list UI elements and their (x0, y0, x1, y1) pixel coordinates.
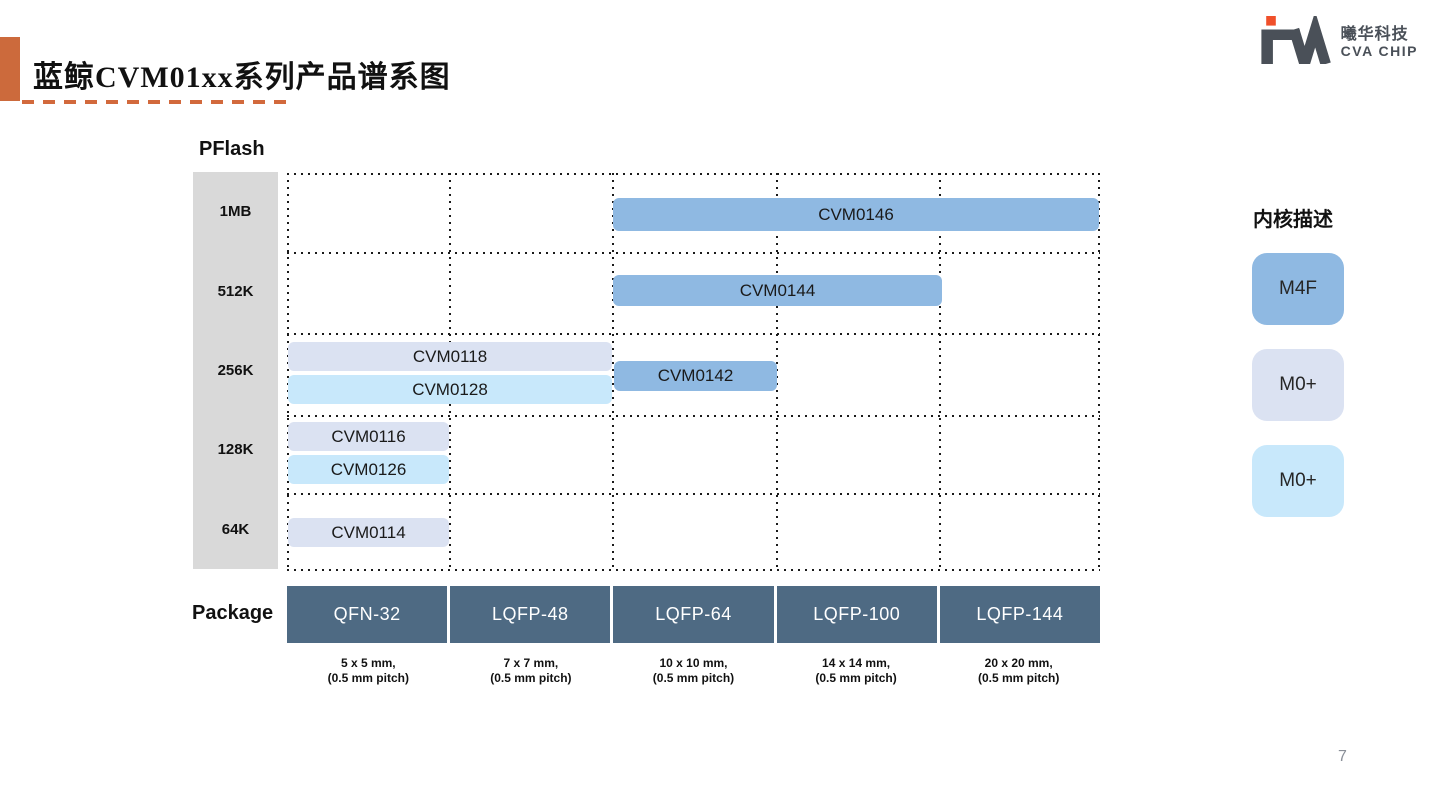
grid-hline (287, 332, 1100, 335)
product-bar-cvm0142: CVM0142 (614, 361, 777, 391)
page-number: 7 (1338, 748, 1347, 765)
package-dimension: 7 x 7 mm, (0.5 mm pitch) (450, 656, 613, 686)
product-bar-cvm0114: CVM0114 (288, 518, 449, 547)
grid-vline (612, 173, 615, 571)
dimension-pitch: (0.5 mm pitch) (815, 671, 897, 685)
package-dimensions-row: 5 x 5 mm, (0.5 mm pitch) 7 x 7 mm, (0.5 … (287, 656, 1100, 686)
package-dimension: 10 x 10 mm, (0.5 mm pitch) (612, 656, 775, 686)
grid-vline (939, 173, 942, 571)
package-dimension: 20 x 20 mm, (0.5 mm pitch) (937, 656, 1100, 686)
grid-hline (287, 414, 1100, 417)
dimension-size: 20 x 20 mm, (984, 656, 1053, 670)
company-name-cn: 曦华科技 (1340, 25, 1409, 43)
chart-plot-area: CVM0146 CVM0144 CVM0118 CVM0128 CVM0142 … (287, 173, 1100, 571)
y-tick-512k: 512K (217, 282, 254, 300)
x-axis-title: Package (192, 602, 274, 624)
y-tick-256k: 256K (217, 362, 254, 380)
dimension-pitch: (0.5 mm pitch) (490, 671, 572, 685)
grid-vline (287, 173, 289, 571)
grid-hline (287, 251, 1100, 254)
company-logo: 曦华科技 CVA CHIP (1258, 11, 1418, 83)
title-accent-bar (0, 37, 20, 101)
dimension-pitch: (0.5 mm pitch) (327, 671, 409, 685)
dimension-size: 14 x 14 mm, (822, 656, 891, 670)
y-axis-band: 1MB 512K 256K 128K 64K (193, 172, 278, 569)
cva-logo-icon (1258, 11, 1332, 83)
dimension-size: 7 x 7 mm, (503, 656, 559, 670)
product-bar-cvm0146: CVM0146 (613, 198, 1099, 231)
y-tick-128k: 128K (217, 441, 254, 459)
product-bar-cvm0126: CVM0126 (288, 455, 449, 484)
grid-hline (287, 569, 1100, 571)
package-dimension: 5 x 5 mm, (0.5 mm pitch) (287, 656, 450, 686)
product-bar-cvm0118: CVM0118 (288, 342, 612, 371)
dimension-pitch: (0.5 mm pitch) (652, 671, 735, 685)
package-lqfp100: LQFP-100 (776, 586, 937, 643)
y-tick-64k: 64K (221, 520, 250, 538)
legend-item-m0plus-1: M0+ (1252, 349, 1344, 421)
grid-hline (287, 173, 1100, 175)
legend-title: 内核描述 (1253, 209, 1333, 231)
product-bar-cvm0116: CVM0116 (288, 422, 449, 451)
company-name-en: CVA CHIP (1340, 42, 1418, 59)
package-lqfp48: LQFP-48 (450, 586, 611, 643)
grid-hline (287, 492, 1100, 495)
package-lqfp64: LQFP-64 (613, 586, 774, 643)
logo-text: 曦华科技 CVA CHIP (1340, 25, 1418, 59)
product-bar-cvm0128: CVM0128 (288, 375, 612, 404)
dimension-size: 10 x 10 mm, (659, 656, 728, 670)
product-bar-cvm0144: CVM0144 (613, 275, 942, 306)
dimension-pitch: (0.5 mm pitch) (977, 671, 1060, 685)
y-tick-1mb: 1MB (219, 203, 252, 221)
y-axis-title: PFlash (199, 138, 265, 160)
package-qfn32: QFN-32 (287, 586, 448, 643)
page-title: 蓝鲸CVM01xx系列产品谱系图 (33, 61, 451, 94)
title-dashed-underline (22, 100, 292, 104)
grid-vline (448, 173, 451, 571)
legend-item-m0plus-2: M0+ (1252, 445, 1344, 517)
package-row: QFN-32 LQFP-48 LQFP-64 LQFP-100 LQFP-144 (287, 586, 1101, 643)
grid-vline (1098, 173, 1100, 571)
package-lqfp144: LQFP-144 (939, 586, 1101, 643)
package-dimension: 14 x 14 mm, (0.5 mm pitch) (775, 656, 938, 686)
dimension-size: 5 x 5 mm, (340, 656, 396, 670)
legend-item-m4f: M4F (1252, 253, 1344, 325)
